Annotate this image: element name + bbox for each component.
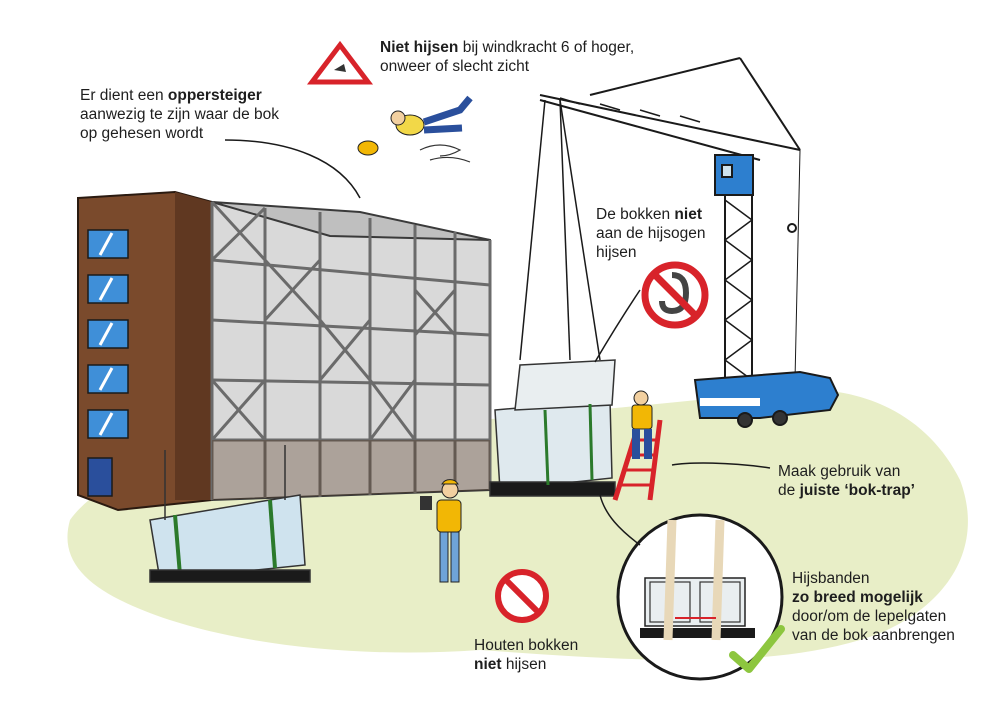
- label-scaffold-bold: oppersteiger: [167, 87, 262, 104]
- label-ladder: Maak gebruik van de juiste ‘bok-trap’: [778, 462, 915, 500]
- label-straps-bold: zo breed mogelijk: [792, 589, 923, 606]
- worker-tablet: [420, 479, 462, 583]
- brick-building: [77, 190, 213, 512]
- hoist-lines: [519, 99, 601, 361]
- glass-rack-left: [149, 445, 311, 583]
- prohibited-hook-icon: [641, 261, 709, 329]
- warning-wind-icon: [306, 40, 374, 85]
- glass-rack-right: [489, 359, 616, 497]
- label-wood: Houten bokken niet hijsen: [474, 636, 578, 674]
- label-ladder-line1: Maak gebruik van: [778, 463, 901, 480]
- label-eyes-pre: De bokken: [596, 206, 675, 223]
- tower-crane: [539, 57, 801, 381]
- steel-frame-building: [210, 200, 492, 502]
- label-eyes-bold: niet: [674, 206, 702, 223]
- label-ladder-bold: juiste ‘bok-trap’: [799, 482, 915, 499]
- falling-worker: [357, 95, 473, 163]
- label-wind-bold: Niet hijsen: [380, 39, 459, 56]
- label-wood-bold: niet: [474, 656, 502, 673]
- strap-detail-circle: [616, 513, 784, 681]
- label-straps-line3: door/om de lepelgaten: [792, 608, 947, 625]
- checkmark-icon: [729, 625, 785, 673]
- label-straps-line4: van de bok aanbrengen: [792, 627, 955, 644]
- label-scaffold-pre: Er dient een: [80, 87, 168, 104]
- label-eyes-line3: hijsen: [596, 244, 637, 261]
- label-wind-rest: bij windkracht 6 of hoger,: [458, 39, 635, 56]
- label-ladder-pre: de: [778, 482, 800, 499]
- label-scaffold-line3: op gehesen wordt: [80, 125, 204, 142]
- prohibited-icon: [495, 569, 549, 623]
- crane-truck: [693, 370, 840, 428]
- label-scaffold-line2: aanwezig te zijn waar de bok: [80, 106, 280, 123]
- label-straps: Hijsbanden zo breed mogelijk door/om de …: [792, 569, 955, 645]
- pointer-lines: [224, 139, 771, 546]
- label-hoist-eyes: De bokken niet aan de hijsogen hijsen: [596, 205, 705, 262]
- label-straps-line1: Hijsbanden: [792, 570, 870, 587]
- label-wind-warning: Niet hijsen bij windkracht 6 of hoger, o…: [380, 38, 634, 76]
- label-wood-rest: hijsen: [501, 656, 547, 673]
- label-wind-line2: onweer of slecht zicht: [380, 58, 530, 75]
- label-wood-line1: Houten bokken: [474, 637, 579, 654]
- label-eyes-line2: aan de hijsogen: [596, 225, 706, 242]
- door: [87, 457, 113, 497]
- label-scaffold: Er dient een oppersteiger aanwezig te zi…: [80, 86, 279, 143]
- red-ladder: [612, 390, 663, 501]
